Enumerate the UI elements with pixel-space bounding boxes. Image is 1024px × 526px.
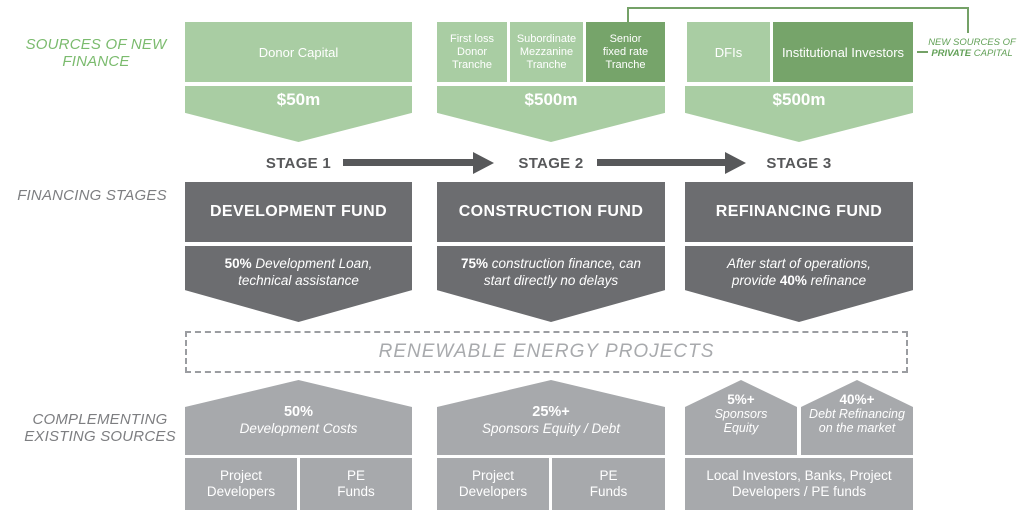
amount-stage1: $50m [276, 90, 321, 109]
development-costs-pct: 50% [283, 404, 314, 420]
source-box-subordinate-tranche: Subordinate Mezzanine Tranche [510, 22, 583, 82]
construction-fund-label: CONSTRUCTION FUND [458, 203, 644, 220]
construction-fund-desc-banner: 75% construction finance, can start dire… [437, 246, 665, 322]
complement-house-sponsors-equity: 5%+ Sponsors Equity [685, 380, 797, 455]
source-box-dfis: DFIs [687, 22, 770, 82]
refinancing-fund-desc-banner: After start of operations, provide 40% r… [685, 246, 913, 322]
renewable-energy-projects-label: RENEWABLE ENERGY PROJECTS [378, 341, 715, 362]
source-box-donor-capital: Donor Capital [185, 22, 412, 82]
connector-line-vertical-right [967, 7, 969, 33]
first-loss-tranche-label: First loss Donor Tranche [450, 32, 494, 71]
debt-refinancing-pct: 40%+ [839, 392, 875, 407]
source-box-first-loss-tranche: First loss Donor Tranche [437, 22, 507, 82]
connector-dash [917, 51, 928, 53]
sponsors-equity-pct: 5%+ [727, 392, 755, 407]
refinancing-fund-label: REFINANCING FUND [715, 203, 883, 220]
sources-of-new-finance-label: SOURCES OF NEW FINANCE [25, 36, 167, 70]
development-fund-desc: 50% Development Loan, technical assistan… [224, 256, 373, 288]
new-sources-private-capital-note: NEW SOURCES OF PRIVATE CAPITAL [922, 37, 1022, 59]
sponsors-equity-desc: Sponsors Equity [714, 407, 768, 435]
source-box-senior-tranche: Senior fixed rate Tranche [586, 22, 665, 82]
complement-house-sponsors-equity-debt: 25%+ Sponsors Equity / Debt [437, 380, 665, 455]
refinancing-fund-desc: After start of operations, provide 40% r… [726, 256, 872, 288]
refinancing-fund-box: REFINANCING FUND [685, 182, 913, 242]
subordinate-tranche-label: Subordinate Mezzanine Tranche [516, 32, 577, 71]
complementing-existing-sources-label: COMPLEMENTING EXISTING SOURCES [24, 411, 176, 445]
construction-fund-desc: 75% construction finance, can start dire… [460, 256, 642, 288]
institutional-investors-label: Institutional Investors [781, 44, 905, 60]
stage1-label: STAGE 1 [265, 155, 332, 172]
project-developers-label-1: Project Developers [206, 468, 276, 499]
senior-tranche-label: Senior fixed rate Tranche [602, 32, 649, 71]
donor-capital-label: Donor Capital [258, 44, 339, 60]
local-investors-label: Local Investors, Banks, Project Develope… [706, 468, 892, 499]
complement-house-debt-refinancing: 40%+ Debt Refinancing on the market [801, 380, 913, 455]
sponsors-equity-debt-desc: Sponsors Equity / Debt [481, 421, 621, 436]
note-line1: NEW SOURCES OF [928, 37, 1016, 48]
amount-banner-stage3: $500m [685, 86, 913, 142]
stage1-to-stage2-arrow [343, 159, 473, 166]
sponsors-equity-debt-pct: 25%+ [532, 404, 570, 420]
source-box-pe-funds-2: PE Funds [552, 458, 665, 510]
source-box-pe-funds-1: PE Funds [300, 458, 412, 510]
stage3-label: STAGE 3 [766, 155, 832, 172]
amount-banner-stage1: $50m [185, 86, 412, 142]
development-costs-desc: Development Costs [239, 421, 358, 436]
connector-line-vertical-left [627, 7, 629, 22]
note-line2: PRIVATE CAPITAL [931, 48, 1013, 59]
amount-banner-stage2: $500m [437, 86, 665, 142]
pe-funds-label-2: PE Funds [589, 468, 628, 499]
pe-funds-label-1: PE Funds [337, 468, 375, 499]
debt-refinancing-desc: Debt Refinancing on the market [809, 407, 905, 435]
development-fund-label: DEVELOPMENT FUND [209, 203, 388, 220]
complement-house-development-costs: 50% Development Costs [185, 380, 412, 455]
amount-stage2: $500m [524, 90, 578, 109]
stage2-label: STAGE 2 [518, 155, 584, 172]
stage1-to-stage2-arrowhead [473, 152, 494, 174]
stage2-to-stage3-arrow [597, 159, 725, 166]
development-fund-box: DEVELOPMENT FUND [185, 182, 412, 242]
dfis-label: DFIs [714, 44, 743, 60]
source-box-project-developers-2: Project Developers [437, 458, 549, 510]
connector-line-horizontal [627, 7, 968, 9]
financing-stages-label: FINANCING STAGES [17, 187, 167, 204]
amount-stage3: $500m [772, 90, 826, 109]
stage2-to-stage3-arrowhead [725, 152, 746, 174]
development-fund-desc-banner: 50% Development Loan, technical assistan… [185, 246, 412, 322]
source-box-project-developers-1: Project Developers [185, 458, 297, 510]
source-box-local-investors: Local Investors, Banks, Project Develope… [685, 458, 913, 510]
project-developers-label-2: Project Developers [458, 468, 528, 499]
renewable-energy-projects-box: RENEWABLE ENERGY PROJECTS [185, 331, 908, 373]
source-box-institutional-investors: Institutional Investors [773, 22, 913, 82]
construction-fund-box: CONSTRUCTION FUND [437, 182, 665, 242]
